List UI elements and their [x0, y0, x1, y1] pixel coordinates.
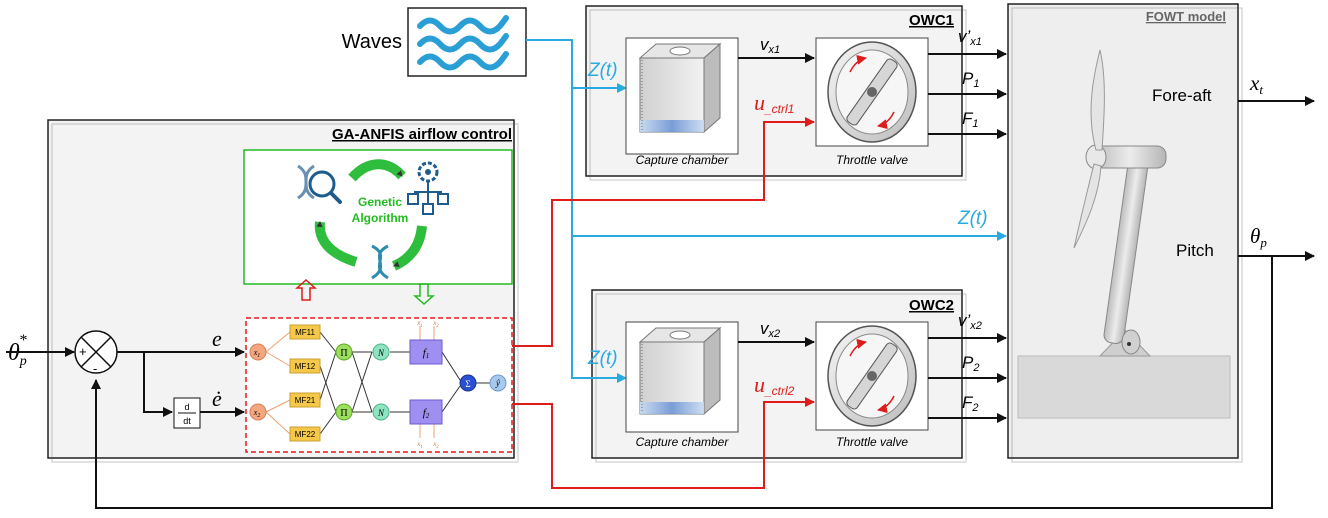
- owc2-flow-label: vx2: [760, 319, 780, 340]
- e-label: e: [212, 326, 222, 351]
- owc1-chamber-label: Capture chamber: [636, 153, 730, 167]
- svg-text:f1: f1: [423, 347, 430, 360]
- ga-label-line2: Algorithm: [352, 211, 409, 225]
- mf11-label: MF11: [295, 328, 315, 337]
- anfis-sum-node: [459, 374, 477, 392]
- fowt-z-label: Z(t): [957, 208, 988, 229]
- anfis-input-x1: [249, 343, 267, 361]
- summing-junction: [74, 330, 118, 374]
- z-signal-lines: [526, 39, 1007, 383]
- x-output-label: xt: [1249, 71, 1263, 97]
- waves-label: Waves: [342, 31, 402, 53]
- controller-title: GA-ANFIS airflow control: [332, 126, 512, 143]
- theta-output-label: θp: [1250, 224, 1267, 250]
- svg-text:x1: x1: [253, 348, 261, 359]
- dna-icon: [371, 244, 389, 280]
- owc2-out-p: P2: [962, 353, 979, 374]
- sum-minus: -: [93, 361, 97, 376]
- feedback-line: [91, 256, 1273, 509]
- svg-text:x2: x2: [253, 408, 261, 419]
- anfis-product-node-1: [335, 343, 353, 361]
- anfis-input-x2: [249, 403, 267, 421]
- anfis-input-links: [265, 331, 291, 435]
- owc2-title: OWC2: [909, 297, 954, 314]
- ctrl2-line: [512, 397, 815, 489]
- f2-input-x2: x2: [432, 440, 439, 450]
- owc2-chamber-label: Capture chamber: [636, 435, 730, 449]
- mf21-label: MF21: [295, 396, 316, 405]
- svg-text:f2: f2: [423, 407, 430, 420]
- f1-input-x1: x1: [416, 319, 423, 329]
- owc2-output-arrows: [928, 333, 1007, 423]
- owc1-ctrl-label: u_ctrl1: [754, 90, 794, 116]
- pitch-label: Pitch: [1176, 241, 1214, 260]
- owc2-out-f: F2: [962, 393, 979, 414]
- anfis-output-node: [489, 374, 507, 392]
- owc2-z-label: Z(t): [587, 348, 618, 369]
- fore-aft-label: Fore-aft: [1152, 86, 1212, 105]
- owc1-out-p: P1: [962, 69, 979, 90]
- anfis-product-node-2: [335, 403, 353, 421]
- mf12-label: MF12: [295, 362, 316, 371]
- svg-text:Π: Π: [340, 408, 347, 419]
- svg-text:d: d: [184, 402, 189, 412]
- deriv-branch-arrow: [143, 352, 173, 417]
- owc1-flow-label: vx1: [760, 35, 780, 56]
- ga-label-line1: Genetic: [358, 195, 402, 209]
- owc1-throttle-valve: [815, 37, 929, 147]
- svg-text:N: N: [377, 408, 385, 418]
- anfis-norm-node-1: [372, 343, 390, 361]
- owc1-out-v: v’x1: [958, 27, 982, 48]
- svg-text:Π: Π: [340, 348, 347, 359]
- owc1-title: OWC1: [909, 12, 954, 29]
- owc1-valve-label: Throttle valve: [836, 153, 908, 167]
- anfis-to-ga-arrow: [295, 278, 317, 301]
- ga-to-anfis-arrow: [413, 283, 435, 306]
- owc1-out-f: F1: [962, 109, 979, 130]
- svg-text:Σ: Σ: [465, 379, 470, 389]
- owc1-output-arrows: [928, 49, 1007, 139]
- owc1-capture-chamber: [625, 37, 739, 155]
- theta-ref-label: θp*: [8, 332, 27, 369]
- owc2-out-v: v’x2: [958, 311, 982, 332]
- fowt-title: FOWT model: [1146, 9, 1226, 24]
- anfis-norm-node-2: [372, 403, 390, 421]
- ga-cycle-arrow-left: [314, 221, 358, 267]
- anfis-f2-block: [409, 399, 443, 425]
- ga-cycle-arrow-top: [348, 159, 406, 182]
- mf22-label: MF22: [295, 430, 316, 439]
- owc2-throttle-valve: [815, 321, 929, 431]
- ctrl1-line: [512, 117, 815, 347]
- edot-label: ė: [212, 386, 222, 411]
- owc2-ctrl-label: u_ctrl2: [754, 372, 795, 398]
- f2-input-x1: x1: [416, 440, 423, 450]
- wind-turbine-icon: [1017, 49, 1231, 419]
- f1-input-x2: x2: [432, 319, 439, 329]
- dna-magnifier-icon: [297, 164, 342, 204]
- ga-box: [243, 149, 513, 285]
- sum-plus: +: [79, 344, 87, 359]
- ga-cycle-arrow-right: [391, 225, 427, 271]
- anfis-consequent-inputs: [419, 326, 435, 438]
- anfis-f1-block: [409, 339, 443, 365]
- svg-text:ŷ: ŷ: [495, 378, 500, 388]
- owc1-z-label: Z(t): [587, 60, 618, 81]
- anfis-links: [319, 331, 490, 435]
- gear-flowchart-icon: [407, 161, 449, 215]
- anfis-mf-blocks: [289, 324, 321, 442]
- waves-icon: [407, 7, 527, 77]
- owc2-capture-chamber: [625, 321, 739, 433]
- svg-text:dt: dt: [183, 416, 191, 426]
- svg-text:N: N: [377, 348, 385, 358]
- owc2-valve-label: Throttle valve: [836, 435, 908, 449]
